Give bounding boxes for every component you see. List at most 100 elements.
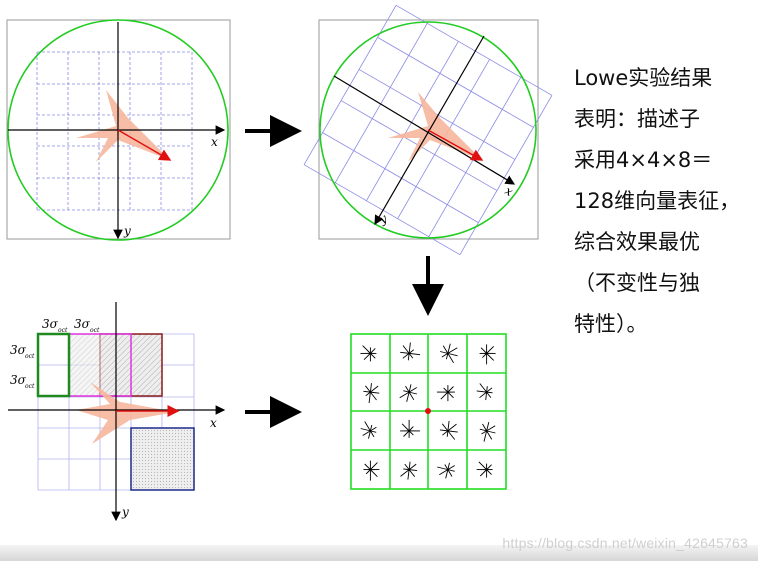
y-axis-label: y bbox=[121, 505, 129, 519]
panel-window-regions: x y 3σ oct 3σ oct 3σ oct 3σ oct bbox=[8, 302, 226, 522]
histogram-cell bbox=[439, 343, 458, 364]
orientation-bin-line bbox=[444, 464, 449, 470]
x-axis-label: x bbox=[210, 416, 217, 430]
orientation-bin-line bbox=[370, 348, 376, 354]
orientation-bin-line bbox=[486, 353, 495, 361]
orientation-bin-line bbox=[370, 469, 378, 478]
svg-text:oct: oct bbox=[25, 353, 35, 360]
orientation-bin-line bbox=[442, 430, 449, 436]
orientation-bin-line bbox=[407, 353, 410, 361]
description-text: Lowe实验结果 表明：描述子 采用4×4×8＝ 128维向量表征， 综合效果最… bbox=[574, 58, 754, 345]
orientation-bin-line bbox=[408, 426, 414, 432]
orientation-shape bbox=[76, 382, 176, 444]
orientation-bin-line bbox=[440, 391, 449, 400]
orientation-bin-line bbox=[439, 351, 448, 354]
orientation-bin-line bbox=[370, 430, 377, 433]
orientation-bin-line bbox=[443, 387, 449, 393]
orientation-bin-line bbox=[486, 464, 492, 470]
histogram-cell bbox=[479, 344, 496, 365]
histogram-cell bbox=[400, 461, 418, 480]
histogram-cell bbox=[476, 461, 493, 478]
orientation-bin-line bbox=[365, 385, 371, 393]
sigma-label-left-1: 3σ oct bbox=[10, 343, 35, 360]
orientation-bin-line bbox=[369, 383, 372, 393]
orientation-bin-line bbox=[479, 469, 487, 477]
orientation-bin-line bbox=[486, 430, 493, 440]
orientation-bin-line bbox=[486, 430, 496, 434]
histogram-cell bbox=[437, 462, 455, 479]
svg-text:3σ: 3σ bbox=[10, 373, 27, 387]
orientation-bin-line bbox=[370, 391, 377, 401]
orientation-bin-line bbox=[447, 386, 454, 393]
orientation-bin-line bbox=[368, 392, 371, 404]
orientation-bin-line bbox=[402, 345, 410, 354]
svg-text:oct: oct bbox=[25, 383, 35, 390]
orientation-bin-line bbox=[439, 469, 449, 476]
orientation-bin-line bbox=[408, 387, 418, 393]
orientation-bin-line bbox=[480, 347, 487, 354]
orientation-bin-line bbox=[405, 385, 410, 393]
orientation-bin-line bbox=[447, 343, 451, 354]
main-orientation-arrow bbox=[117, 129, 172, 161]
keypoint-center bbox=[425, 408, 431, 414]
orientation-bin-line bbox=[445, 353, 449, 360]
orientation-bin-line bbox=[403, 430, 410, 437]
orientation-bin-line bbox=[368, 430, 371, 439]
orientation-shape bbox=[76, 90, 170, 162]
histogram-cell bbox=[399, 384, 418, 402]
histogram-cell bbox=[363, 460, 380, 481]
description-line: 特性）。 bbox=[574, 312, 648, 336]
sigma-label-top-2: 3σ oct bbox=[74, 317, 100, 334]
orientation-bin-line bbox=[409, 469, 418, 472]
orientation-bin-line bbox=[482, 423, 488, 432]
histogram-cell bbox=[360, 421, 377, 439]
orientation-bin-line bbox=[478, 461, 487, 470]
orientation-bin-line bbox=[441, 352, 449, 358]
neighborhood-circle bbox=[319, 21, 537, 239]
orientation-bin-line bbox=[447, 469, 455, 472]
orientation-bin-line bbox=[402, 353, 410, 359]
orientation-bin-line bbox=[365, 469, 371, 475]
orientation-bin-line bbox=[446, 430, 449, 437]
svg-text:3σ: 3σ bbox=[10, 343, 27, 357]
orientation-bin-line bbox=[447, 353, 454, 364]
orientation-bin-line bbox=[403, 468, 410, 471]
orientation-bin-line bbox=[362, 345, 371, 354]
sigma-label-left-2: 3σ oct bbox=[10, 373, 35, 390]
orientation-bin-line bbox=[370, 385, 379, 393]
orientation-bin-line bbox=[442, 345, 449, 354]
main-orientation-arrow bbox=[427, 129, 484, 161]
orientation-bin-line bbox=[404, 463, 410, 470]
orientation-bin-line bbox=[481, 430, 487, 435]
orientation-bin-line bbox=[408, 384, 412, 393]
description-line: 采用4×4×8＝ bbox=[574, 148, 713, 172]
orientation-bin-line bbox=[360, 428, 371, 432]
orientation-bin-line bbox=[406, 392, 410, 402]
orientation-bin-line bbox=[369, 424, 373, 431]
orientation-bin-line bbox=[408, 430, 414, 436]
orientation-bin-line bbox=[364, 421, 371, 432]
orientation-bin-line bbox=[399, 391, 410, 399]
sigma-label-top-1: 3σ oct bbox=[42, 317, 68, 334]
description-line: （不变性与独 bbox=[574, 271, 700, 295]
orientation-bin-line bbox=[441, 423, 449, 432]
orientation-bin-line bbox=[447, 391, 454, 399]
x-axis-label: x bbox=[211, 135, 218, 149]
orientation-bin-line bbox=[447, 430, 456, 440]
orientation-bin-line bbox=[362, 430, 371, 436]
histogram-cell bbox=[436, 385, 455, 402]
histogram-cell bbox=[439, 420, 458, 440]
rotated-sample-grid bbox=[303, 4, 553, 256]
histogram-cell bbox=[363, 383, 380, 404]
orientation-bin-line bbox=[407, 469, 410, 480]
orientation-bin-line bbox=[408, 461, 411, 470]
panel-original-grid: x y bbox=[6, 19, 231, 241]
histogram-cell bbox=[400, 342, 421, 361]
description-line: 综合效果最优 bbox=[574, 230, 700, 254]
orientation-bin-line bbox=[409, 352, 421, 356]
watermark-text: https://blog.csdn.net/weixin_42645763 bbox=[502, 535, 748, 551]
orientation-bin-line bbox=[482, 353, 487, 358]
orientation-histograms bbox=[360, 342, 496, 481]
orientation-bin-line bbox=[409, 391, 418, 395]
